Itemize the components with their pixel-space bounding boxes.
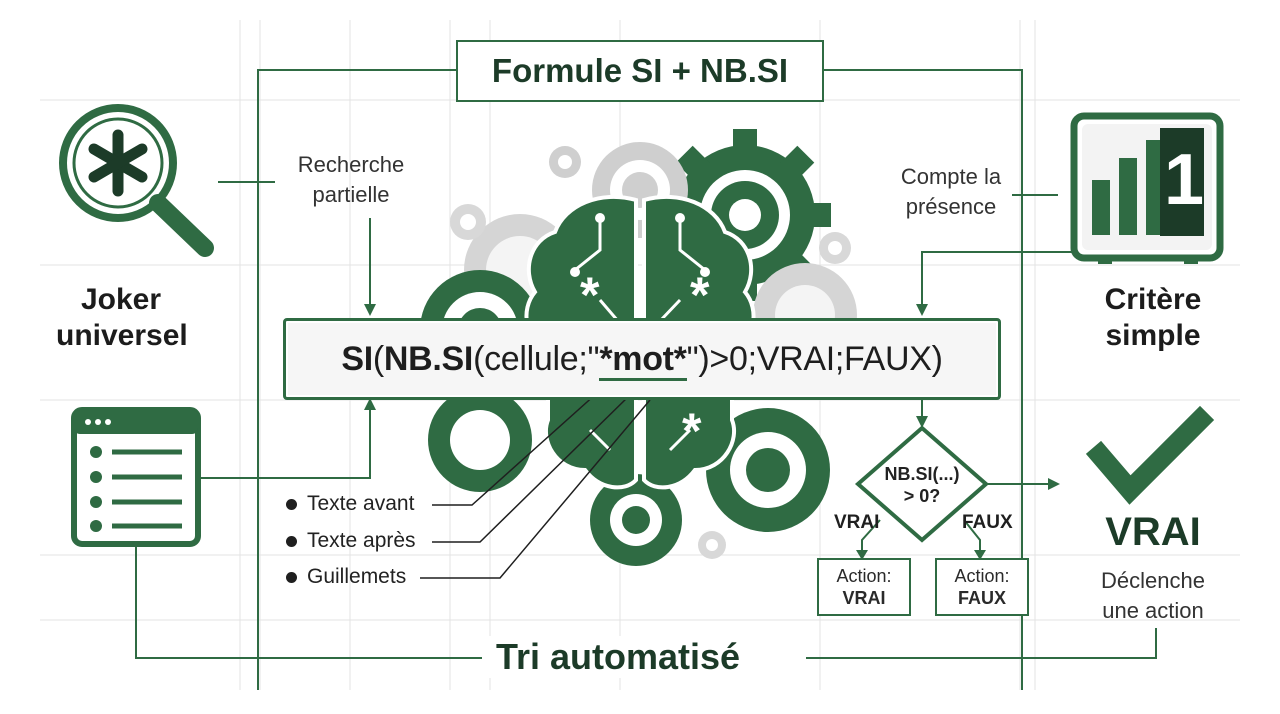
compte-note: Compte la présence <box>876 162 1026 222</box>
bullet-text-guillemets: Guillemets <box>307 565 407 588</box>
recherche-note: Recherche partielle <box>276 150 426 210</box>
arrow-heads <box>364 304 928 428</box>
bullet-dot <box>286 571 297 583</box>
gear-small-gray-1 <box>549 146 581 178</box>
decision-line2: > 0? <box>903 486 941 506</box>
decision-flow <box>854 425 1060 560</box>
result-description: Déclenche une action <box>1068 566 1238 626</box>
counter-digit: 1 <box>1164 140 1205 220</box>
formula-arrows <box>200 218 1085 479</box>
bullet-pointers <box>420 384 651 579</box>
gear-small-gray-2 <box>450 204 486 240</box>
formula-args: (cellule; <box>473 339 588 378</box>
action-label: Action: <box>836 566 892 586</box>
joker-label: Joker universel <box>56 282 188 354</box>
decision-condition: NB.SI(...) > 0? <box>866 463 978 507</box>
bullet-text-apres: Texte après <box>307 529 416 552</box>
action-box-vrai: Action: VRAI <box>817 558 911 616</box>
formula-wildcard-mot: *mot* <box>599 339 687 381</box>
joker-label-line2: universel <box>56 319 188 352</box>
critere-label-line1: Critère <box>1104 283 1202 316</box>
title-box: Formule SI + NB.SI <box>456 40 824 102</box>
svg-text:*: * <box>580 267 600 323</box>
bullet-text-avant: Texte avant <box>307 492 415 515</box>
decision-line1: NB.SI(...) <box>884 464 960 484</box>
bottom-label: Tri automatisé <box>482 636 755 678</box>
recherche-line1: Recherche <box>297 152 405 177</box>
branch-yes-label: VRAI <box>834 512 880 533</box>
formula-quote-open: " <box>587 339 600 378</box>
bullet-item: Texte avant <box>286 492 414 516</box>
formula-fn-nbsi: NB.SI <box>383 339 474 378</box>
result-value: VRAI <box>1105 510 1201 554</box>
formula-fn-si: SI <box>341 339 373 378</box>
critere-label: Critère simple <box>1078 282 1228 354</box>
critere-label-line2: simple <box>1105 319 1201 352</box>
gear-small-gray-4 <box>698 531 726 559</box>
result-desc-line2: une action <box>1102 598 1204 623</box>
bullet-dot <box>286 535 297 547</box>
bullet-dot <box>286 498 297 510</box>
checkmark-icon <box>1085 405 1215 505</box>
magnifier-asterisk-icon <box>59 104 214 257</box>
formula-rest: ")>0;VRAI;FAUX) <box>686 339 943 378</box>
gear-small-gray-3 <box>819 232 851 264</box>
formula-paren1: ( <box>372 339 384 378</box>
formula-box: SI(NB.SI(cellule;"*mot*")>0;VRAI;FAUX) <box>283 318 1001 400</box>
action-value-faux: FAUX <box>957 588 1006 608</box>
recherche-line2: partielle <box>312 182 390 207</box>
bar-chart-counter-icon <box>1070 112 1224 264</box>
branch-no-label: FAUX <box>962 512 1013 533</box>
list-window-icon <box>71 407 201 547</box>
joker-label-line1: Joker <box>80 283 162 316</box>
action-value-vrai: VRAI <box>842 588 886 608</box>
asterisk-sparkles: * * * <box>580 267 710 459</box>
result-desc-line1: Déclenche <box>1101 568 1205 593</box>
bullet-item: Guillemets <box>286 565 406 589</box>
gear-green-bottom <box>590 474 682 566</box>
compte-line1: Compte la <box>900 164 1002 189</box>
gear-green-lower-right <box>706 408 830 532</box>
svg-text:*: * <box>682 403 702 459</box>
action-box-faux: Action: FAUX <box>935 558 1029 616</box>
svg-text:*: * <box>690 267 710 323</box>
formula-text: SI(NB.SI(cellule;"*mot*")>0;VRAI;FAUX) <box>341 339 943 381</box>
bullet-item: Texte après <box>286 529 416 553</box>
gear-green-lower-left <box>428 388 532 492</box>
compte-line2: présence <box>905 194 997 219</box>
page-title: Formule SI + NB.SI <box>491 52 789 89</box>
action-label: Action: <box>954 566 1010 586</box>
